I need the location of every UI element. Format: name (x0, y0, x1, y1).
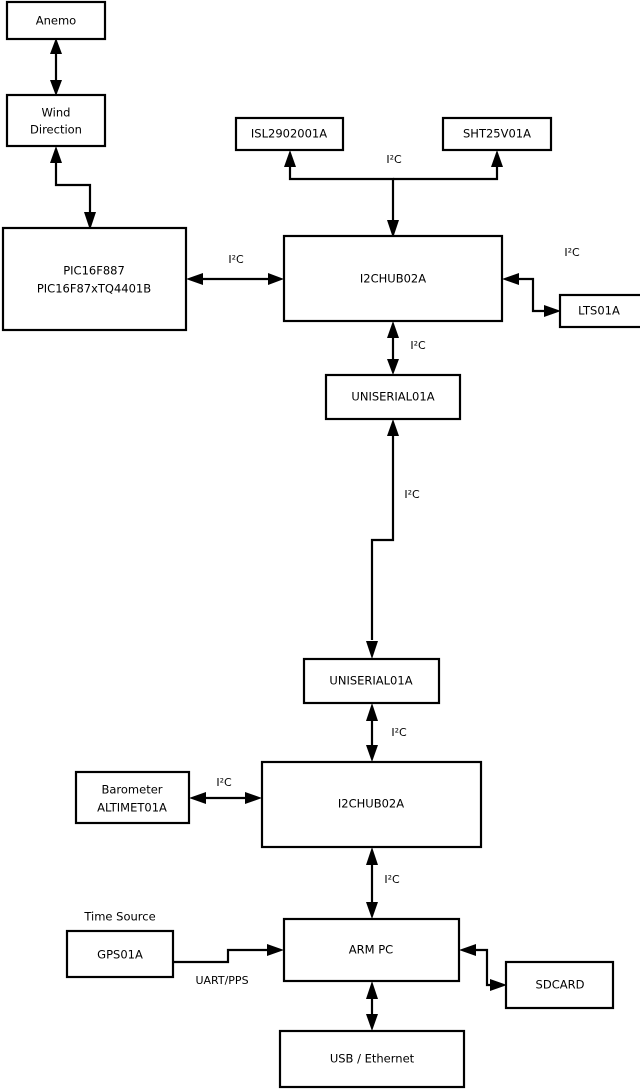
node-sdcard-label: SDCARD (536, 978, 585, 992)
node-arm-pc[interactable]: ARM PC (282, 917, 461, 983)
arrow-head-right (267, 944, 284, 956)
node-uniserial01a-top[interactable]: UNISERIAL01A (324, 373, 462, 421)
node-anemo[interactable]: Anemo (5, 0, 107, 41)
node-uniserial01a-bottom[interactable]: UNISERIAL01A (302, 657, 441, 705)
node-i2chub02a-bottom-label: I2CHUB02A (338, 797, 404, 811)
edge-hub-bottom-arm-pc (366, 847, 378, 919)
arrow-head-down (366, 641, 378, 659)
node-anemo-label: Anemo (36, 14, 76, 28)
edge-uniserial-top-uniserial-bottom (366, 419, 399, 659)
edge-label-i2c-uniserial-uniserial: I²C (404, 488, 420, 501)
arrow-head-down (366, 1014, 378, 1031)
arrow-head-up (50, 38, 62, 54)
label-time-source: Time Source (83, 910, 155, 924)
edge-arm-pc-usb-ethernet (366, 981, 378, 1031)
arrow-head-down (366, 745, 378, 762)
arrow-head-up (366, 981, 378, 999)
arrow-head-left (459, 944, 476, 956)
node-i2chub02a-top[interactable]: I2CHUB02A (282, 234, 504, 323)
node-usb-ethernet[interactable]: USB / Ethernet (278, 1029, 466, 1089)
node-uniserial01a-bottom-label: UNISERIAL01A (329, 674, 412, 688)
edge-label-i2c-hub-lts: I²C (564, 246, 580, 259)
node-gps01a[interactable]: GPS01A (65, 929, 175, 979)
node-barometer-label-line1: Barometer (101, 783, 162, 797)
node-i2chub02a-top-label: I2CHUB02A (360, 272, 426, 286)
arrow-head-up (284, 150, 296, 167)
edge-label-i2c-hub-arm-pc: I²C (384, 873, 400, 886)
arrow-head-right (268, 273, 284, 285)
arrow-head-up (50, 146, 62, 163)
arrow-head-left (189, 792, 206, 804)
node-sdcard[interactable]: SDCARD (504, 960, 615, 1010)
arrow-head-left (186, 273, 203, 285)
arrow-head-up (366, 847, 378, 865)
node-i2chub02a-bottom[interactable]: I2CHUB02A (260, 760, 483, 849)
node-barometer-label-line2: ALTIMET01A (97, 801, 167, 815)
arrow-head-down (50, 80, 62, 96)
node-pic-label-line1: PIC16F887 (63, 264, 125, 278)
edge-anemo-wind-direction (50, 38, 62, 96)
node-uniserial01a-top-label: UNISERIAL01A (351, 390, 434, 404)
edge-pic-hub-top (186, 273, 284, 285)
node-isl2902001a[interactable]: ISL2902001A (234, 116, 345, 152)
node-sht25v01a[interactable]: SHT25V01A (441, 116, 553, 152)
node-isl2902001a-label: ISL2902001A (251, 127, 327, 141)
arrow-head-down (84, 212, 96, 230)
edge-label-i2c-pic-hub: I²C (228, 253, 244, 266)
node-arm-pc-label: ARM PC (349, 943, 393, 957)
edge-label-i2c-top-bus: I²C (386, 153, 402, 166)
arrow-head-down (366, 902, 378, 919)
node-wind-direction[interactable]: Wind Direction (5, 93, 107, 148)
edge-label-uart-pps: UART/PPS (195, 974, 248, 987)
edge-arm-pc-sdcard (459, 944, 507, 991)
arrow-head-up (387, 419, 399, 436)
node-pic-microcontroller[interactable]: PIC16F887 PIC16F87xTQ4401B (1, 226, 188, 332)
node-pic-label-line2: PIC16F87xTQ4401B (37, 282, 151, 296)
arrow-head-right (544, 305, 561, 317)
node-wind-direction-label-line1: Wind (42, 106, 71, 120)
edge-hub-top-uniserial-top (387, 321, 399, 375)
node-gps01a-label: GPS01A (97, 948, 143, 962)
arrow-head-left (502, 273, 519, 285)
node-barometer-altimet01a[interactable]: Barometer ALTIMET01A (74, 770, 191, 825)
arrow-head-down (387, 359, 399, 375)
arrow-head-up (366, 703, 378, 721)
node-lts01a-label: LTS01A (578, 304, 620, 318)
node-wind-direction-label-line2: Direction (30, 123, 82, 137)
edge-label-i2c-barometer-hub: I²C (216, 776, 232, 789)
node-lts01a[interactable]: LTS01A (558, 293, 640, 329)
edge-wind-direction-pic (50, 146, 96, 230)
edge-hub-top-i2c-bus (284, 150, 503, 238)
arrow-head-right (245, 792, 262, 804)
arrow-head-up (387, 321, 399, 338)
edge-barometer-hub-bottom (189, 792, 262, 804)
edge-hub-top-lts (502, 273, 561, 317)
edge-label-i2c-hub-uniserial: I²C (410, 339, 426, 352)
node-usb-ethernet-label: USB / Ethernet (330, 1052, 415, 1066)
arrow-head-right (490, 979, 507, 991)
arrow-head-down (387, 220, 399, 238)
arrow-head-up (491, 150, 503, 167)
edge-uniserial-bottom-hub-bottom (366, 703, 378, 762)
edge-gps-arm-pc (173, 944, 284, 964)
node-sht25v01a-label: SHT25V01A (463, 127, 531, 141)
edge-label-i2c-uniserial-hub-bottom: I²C (391, 726, 407, 739)
